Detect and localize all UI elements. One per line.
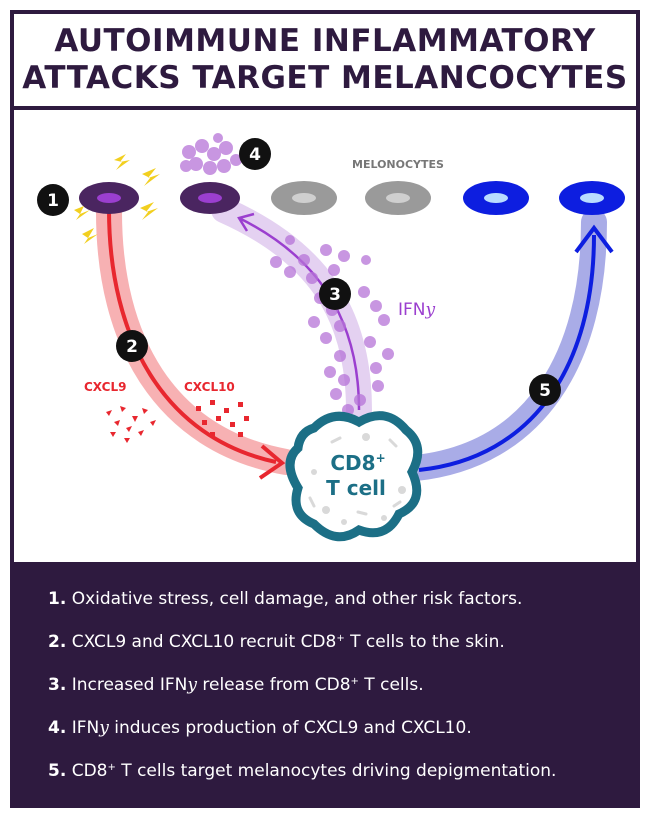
legend-item-4: 4. IFNy induces production of CXCL9 and … bbox=[48, 718, 472, 738]
svg-text:4: 4 bbox=[249, 145, 261, 165]
red-arrow bbox=[107, 209, 277, 464]
step-badge-1: 1 bbox=[37, 184, 69, 216]
gray-melanocyte-1 bbox=[271, 181, 337, 215]
title-header: AUTOIMMUNE INFLAMMATORY ATTACKS TARGET M… bbox=[14, 14, 636, 110]
blue-arrowhead bbox=[574, 224, 614, 254]
blue-band bbox=[403, 209, 607, 481]
lightning-icon bbox=[74, 154, 160, 244]
cxcl9-label: CXCL9 bbox=[84, 380, 126, 394]
title-line-1: AUTOIMMUNE INFLAMMATORY bbox=[54, 23, 596, 59]
svg-text:2: 2 bbox=[126, 337, 138, 357]
step-badge-3: 3 bbox=[319, 278, 351, 310]
t-cell bbox=[285, 411, 423, 542]
legend-item-5: 5. CD8+ T cells target melanocytes drivi… bbox=[48, 761, 557, 781]
step-badge-4: 4 bbox=[239, 138, 271, 170]
gray-melanocyte-2 bbox=[365, 181, 431, 215]
pathway-diagram: MELONOCYTES IFNy bbox=[37, 133, 625, 542]
svg-text:1: 1 bbox=[47, 191, 59, 211]
tcell-label-line2: T cell bbox=[326, 476, 386, 500]
svg-text:5: 5 bbox=[539, 381, 551, 401]
infographic-frame: AUTOIMMUNE INFLAMMATORY ATTACKS TARGET M… bbox=[10, 10, 640, 808]
steps-legend: 1. Oxidative stress, cell damage, and ot… bbox=[14, 562, 636, 808]
healthy-melanocyte-2 bbox=[559, 181, 625, 215]
legend-item-2: 2. CXCL9 and CXCL10 recruit CD8+ T cells… bbox=[48, 632, 505, 652]
damaged-melanocyte-1 bbox=[79, 182, 139, 214]
purple-arrowhead bbox=[237, 212, 255, 232]
ifn-gamma-label: IFNy bbox=[398, 300, 436, 320]
title-line-2: ATTACKS TARGET MELANCOCYTES bbox=[22, 60, 628, 96]
healthy-melanocyte-1 bbox=[463, 181, 529, 215]
damaged-melanocyte-2 bbox=[180, 182, 240, 214]
svg-text:3: 3 bbox=[329, 285, 341, 305]
legend-item-1: 1. Oxidative stress, cell damage, and ot… bbox=[48, 589, 523, 609]
cxcl9-particles bbox=[106, 406, 156, 443]
ifn-bubble-cluster-top bbox=[180, 133, 242, 175]
red-arrowhead bbox=[258, 444, 286, 480]
cxcl10-particles bbox=[196, 400, 249, 437]
legend-item-3: 3. Increased IFNy release from CD8+ T ce… bbox=[48, 675, 424, 695]
step-badge-2: 2 bbox=[116, 330, 148, 362]
step-badge-5: 5 bbox=[529, 374, 561, 406]
cxcl10-label: CXCL10 bbox=[184, 380, 235, 394]
melanocytes-label: MELONOCYTES bbox=[352, 158, 444, 171]
tcell-label-line1: CD8+ bbox=[330, 451, 385, 475]
